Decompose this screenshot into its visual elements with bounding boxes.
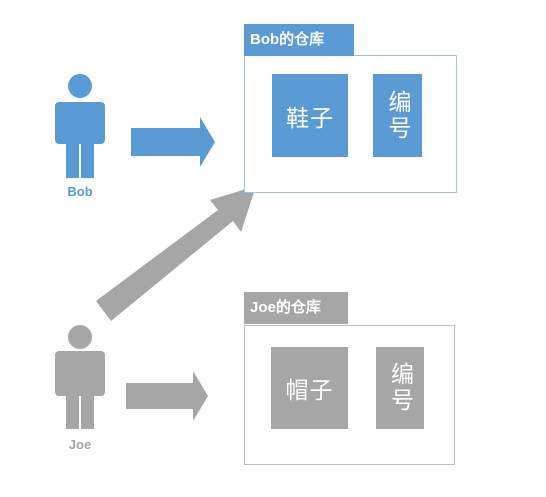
bob-item-id: 编号	[373, 74, 422, 157]
joe-arrow	[126, 371, 208, 421]
joe-name-label: Joe	[68, 437, 92, 452]
bob-name-label: Bob	[67, 184, 93, 199]
joe-person-icon	[55, 325, 105, 429]
bob-arrow	[131, 117, 215, 167]
joe-to-bob-arrow	[96, 186, 256, 321]
bob-person-icon	[55, 74, 105, 178]
joe-warehouse-title: Joe的仓库	[244, 292, 348, 324]
bob-warehouse-title: Bob的仓库	[244, 24, 354, 56]
joe-item-hat: 帽子	[271, 347, 348, 429]
joe-item-id: 编号	[376, 347, 424, 429]
bob-item-shoes: 鞋子	[272, 74, 348, 157]
